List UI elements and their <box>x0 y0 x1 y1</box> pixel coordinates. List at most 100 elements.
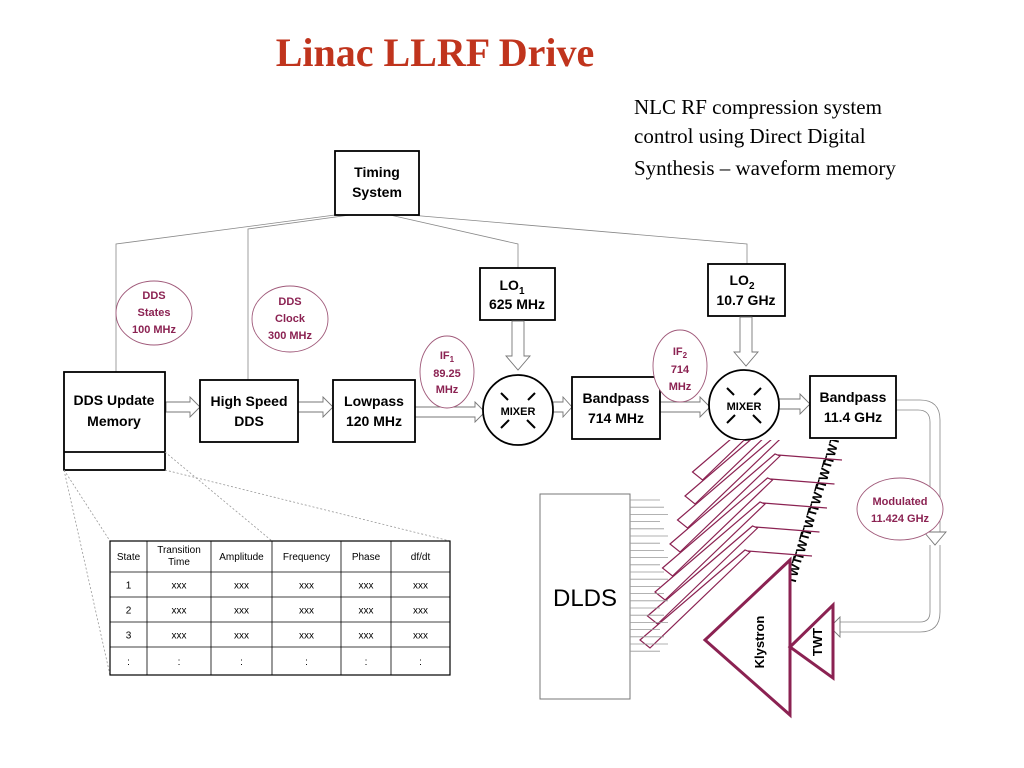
lo2-frequency: 10.7 GHz <box>716 292 775 308</box>
mixer-1: MIXER <box>482 374 554 446</box>
table-cell: xxx <box>234 606 249 617</box>
table-cell: xxx <box>299 631 314 642</box>
table-cell: : <box>127 657 130 668</box>
modulated-line-2: 11.424 GHz <box>871 513 930 525</box>
arrow-mixer1-to-bandpass1 <box>552 395 573 419</box>
table-cell: xxx <box>234 631 249 642</box>
tube-stack: TWTTWTTWTTWTTWTTWTTWTTWT <box>639 411 850 649</box>
dds-states-ellipse: DDS States 100 MHz <box>115 280 193 346</box>
subtitle-line-1: NLC RF compression system <box>634 95 882 119</box>
table-cell: xxx <box>413 631 428 642</box>
stacked-tube-edge <box>777 454 843 461</box>
lo2-label: LO2 <box>729 272 754 292</box>
timing-lines <box>115 214 748 380</box>
table-cell: : <box>419 657 422 668</box>
arrow-bandpass1-to-mixer2 <box>659 395 711 419</box>
high-speed-label-1: High Speed <box>210 393 287 409</box>
modulated-line-1: Modulated <box>873 496 928 508</box>
stacked-tube-label: TWT <box>828 411 850 442</box>
dds-clock-line-2: Clock <box>275 313 306 325</box>
table-cell: : <box>305 657 308 668</box>
if1-line-3: MHz <box>436 384 459 396</box>
subtitle-line-2: control using Direct Digital <box>634 124 866 148</box>
dds-states-line-1: DDS <box>142 290 165 302</box>
bandpass-11-4-box: Bandpass 11.4 GHz <box>809 375 897 439</box>
table-header-cell: Amplitude <box>219 552 264 563</box>
high-speed-label-2: DDS <box>234 413 264 429</box>
table-header-cell: Frequency <box>283 552 330 563</box>
modulated-ellipse: Modulated 11.424 GHz <box>856 477 944 541</box>
stacked-tube-edge <box>770 478 835 485</box>
bandpass-2-label-1: Bandpass <box>820 389 887 405</box>
bandpass-1-label-1: Bandpass <box>583 390 650 406</box>
stacked-tube-outline <box>654 501 767 601</box>
stacked-tube-outline <box>646 525 759 625</box>
table-cell: 2 <box>126 606 132 617</box>
if2-label: IF2 <box>673 346 688 360</box>
table-cell: xxx <box>359 606 374 617</box>
twt-label: TWT <box>810 628 825 656</box>
arrow-mixer2-to-bandpass2 <box>777 392 811 416</box>
dds-clock-line-1: DDS <box>278 296 301 308</box>
lo2-to-mixer-arrow <box>733 316 759 367</box>
twt-triangle: TWT <box>787 601 835 681</box>
arrow-update-to-dds <box>165 395 201 419</box>
page-title: Linac LLRF Drive <box>276 30 595 75</box>
dds-states-line-2: States <box>137 307 170 319</box>
table-cell: xxx <box>413 606 428 617</box>
signal-arrows <box>165 392 811 424</box>
lo1-to-mixer-arrow <box>505 320 531 371</box>
timing-system-box: Timing System <box>334 150 420 216</box>
dds-update-label-2: Memory <box>87 413 141 429</box>
dds-clock-ellipse: DDS Clock 300 MHz <box>251 285 329 353</box>
output-path <box>829 399 947 639</box>
subtitle-line-3: Synthesis – waveform memory <box>634 156 896 180</box>
dds-states-line-3: 100 MHz <box>132 324 177 336</box>
stacked-tube-label: TWT <box>798 507 820 538</box>
table-cell: xxx <box>359 631 374 642</box>
stacked-tube-outline <box>691 440 746 481</box>
bandpass-2-label-2: 11.4 GHz <box>824 409 882 425</box>
lowpass-label-1: Lowpass <box>344 393 404 409</box>
memory-to-table-lines <box>63 451 451 676</box>
stacked-tube-outline <box>669 453 782 553</box>
klystron-label: Klystron <box>752 616 767 669</box>
stacked-tube-label: TWT <box>813 459 835 490</box>
mixer-2: MIXER <box>708 369 780 441</box>
klystron-triangle: Klystron <box>702 556 792 719</box>
if2-line-3: MHz <box>669 381 692 393</box>
dds-update-label-1: DDS Update <box>74 392 155 408</box>
lowpass-label-2: 120 MHz <box>346 413 402 429</box>
lo2-box: LO2 10.7 GHz <box>707 263 786 317</box>
table-cell: xxx <box>299 606 314 617</box>
bandpass-1-label-2: 714 MHz <box>588 410 644 426</box>
dds-update-memory-box: DDS Update Memory <box>63 371 166 471</box>
timing-label-2: System <box>352 184 402 200</box>
table-cell: : <box>178 657 181 668</box>
lowpass-box: Lowpass 120 MHz <box>332 379 416 443</box>
table-cell: xxx <box>299 581 314 592</box>
table-cell: 3 <box>126 631 132 642</box>
stacked-tube-label: TWT <box>806 483 828 514</box>
table-cell: : <box>240 657 243 668</box>
if2-line-2: 714 <box>671 364 690 376</box>
stacked-tube-outline <box>639 549 752 649</box>
table-header-cell: df/dt <box>411 552 431 563</box>
timing-label-1: Timing <box>354 164 400 180</box>
lo1-label: LO1 <box>499 277 524 297</box>
mixer-1-label: MIXER <box>501 406 536 418</box>
dlds-box: DLDS <box>539 493 631 700</box>
table-cell: xxx <box>172 606 187 617</box>
table-cell: : <box>365 657 368 668</box>
table-header-cell: Phase <box>352 552 381 563</box>
bandpass-714-box: Bandpass 714 MHz <box>571 376 661 440</box>
dlds-label: DLDS <box>553 585 617 612</box>
arrow-dds-to-lowpass <box>297 395 334 419</box>
stacked-tube-label: TWT <box>791 531 813 562</box>
table-cell: xxx <box>234 581 249 592</box>
if2-ellipse: IF2 714 MHz <box>652 329 708 403</box>
table-cell: xxx <box>172 631 187 642</box>
